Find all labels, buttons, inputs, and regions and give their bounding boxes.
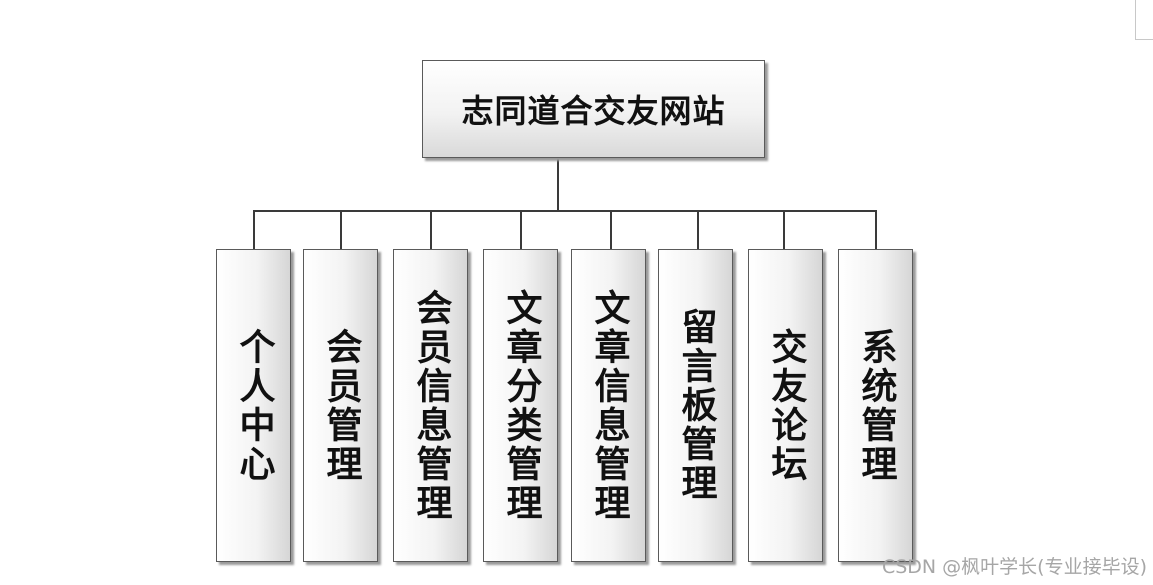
child-node-personal-center: 个人中心 [216, 249, 291, 562]
root-node: 志同道合交友网站 [422, 60, 765, 158]
branch-line-4 [520, 210, 522, 249]
child-node-label: 文章分类管理 [500, 288, 542, 523]
root-stem-line [557, 158, 559, 211]
child-node-label: 系统管理 [855, 327, 897, 484]
branch-line-3 [430, 210, 432, 249]
root-node-label: 志同道合交友网站 [461, 92, 726, 130]
child-node-message-board-management: 留言板管理 [658, 249, 733, 562]
child-node-member-info-management: 会员信息管理 [393, 249, 468, 562]
child-node-label: 文章信息管理 [588, 288, 630, 523]
branch-line-1 [253, 210, 255, 249]
child-node-article-info-management: 文章信息管理 [571, 249, 646, 562]
page-corner-mark [1135, 0, 1153, 40]
child-node-label: 交友论坛 [765, 327, 807, 484]
branch-line-2 [340, 210, 342, 249]
child-node-system-management: 系统管理 [838, 249, 913, 562]
child-node-article-category-management: 文章分类管理 [483, 249, 558, 562]
child-node-member-management: 会员管理 [303, 249, 378, 562]
child-node-label: 会员信息管理 [410, 288, 452, 523]
branch-line-8 [875, 210, 877, 249]
child-node-label: 个人中心 [233, 327, 275, 484]
child-node-label: 留言板管理 [675, 308, 717, 503]
watermark-text: CSDN @枫叶学长(专业接毕设) [881, 556, 1147, 578]
child-node-label: 会员管理 [320, 327, 362, 484]
horizontal-bus-line [253, 210, 877, 212]
branch-line-5 [610, 210, 612, 249]
branch-line-7 [783, 210, 785, 249]
branch-line-6 [697, 210, 699, 249]
child-node-dating-forum: 交友论坛 [748, 249, 823, 562]
